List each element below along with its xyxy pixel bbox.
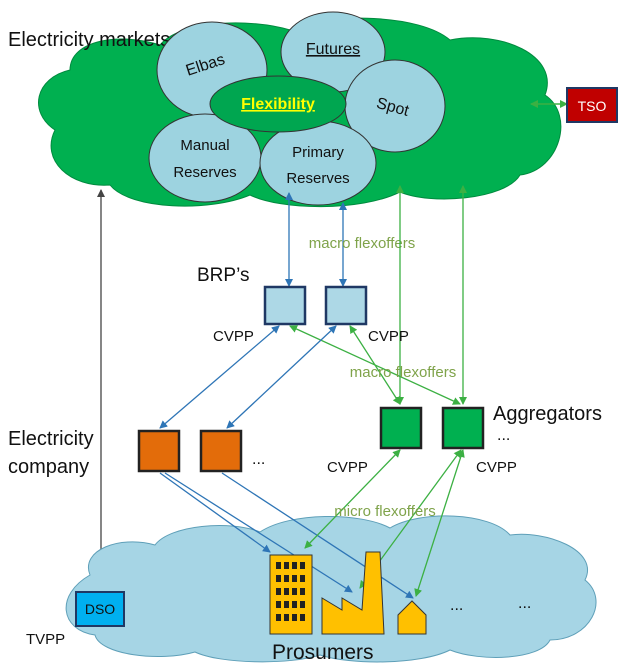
brp-cvpp-left: CVPP (213, 328, 254, 345)
house-icon (397, 600, 427, 635)
macro-flexoffers-top-label: macro flexoffers (309, 235, 415, 252)
prosumers-ellipsis-1: ... (450, 597, 463, 614)
prosumers-ellipsis-2: ... (518, 595, 531, 612)
manual-reserves-line2: Reserves (173, 164, 236, 181)
brp-company-arrow-right (226, 325, 337, 429)
bubble-primary-reserves: Primary Reserves (259, 120, 377, 206)
manual-reserves-line1: Manual (180, 137, 229, 154)
micro-flexoffers-label: micro flexoffers (334, 503, 435, 520)
bubble-spot: Spot (344, 59, 446, 153)
aggregator-cvpp-left: CVPP (327, 459, 368, 476)
bubble-manual-reserves: Manual Reserves (148, 113, 262, 203)
aggregators-label: Aggregators (493, 403, 602, 425)
primary-reserves-line1: Primary (292, 144, 344, 161)
flexibility-label: Flexibility (241, 96, 315, 113)
aggregator-cvpp-right: CVPP (476, 459, 517, 476)
aggregator-box-right (441, 406, 485, 450)
company-ellipsis: ... (252, 451, 265, 468)
building-icon (269, 554, 313, 635)
company-prosumer-arrow-2 (164, 472, 353, 593)
futures-label: Futures (306, 41, 360, 58)
company-prosumer-arrow-1 (159, 472, 271, 553)
dso-box: DSO (75, 591, 125, 627)
dso-label: DSO (85, 601, 115, 617)
brp-box-left (263, 285, 307, 326)
electricity-company-line2: company (8, 456, 89, 478)
company-box-left (137, 429, 181, 473)
company-box-right (199, 429, 243, 473)
aggregator-box-left (379, 406, 423, 450)
aggregator-prosumer-arrow-3 (414, 449, 465, 597)
prosumers-label: Prosumers (272, 641, 374, 664)
factory-icon (321, 551, 385, 635)
aggregators-ellipsis: ... (497, 427, 510, 444)
brp-box-right (324, 285, 368, 326)
bubble-futures: Futures (280, 11, 386, 93)
brp-cvpp-right: CVPP (368, 328, 409, 345)
brp-aggregator-arrow-b (349, 325, 401, 405)
markets-title: Electricity markets (8, 29, 170, 51)
tso-label: TSO (578, 98, 607, 114)
primary-reserves-line2: Reserves (286, 170, 349, 187)
macro-flexoffers-mid-label: macro flexoffers (350, 364, 456, 381)
tso-box: TSO (566, 87, 618, 123)
tvpp-label: TVPP (26, 631, 65, 648)
bubble-flexibility: Flexibility (209, 75, 347, 133)
brp-label: BRP’s (197, 265, 249, 286)
electricity-company-line1: Electricity (8, 428, 94, 450)
